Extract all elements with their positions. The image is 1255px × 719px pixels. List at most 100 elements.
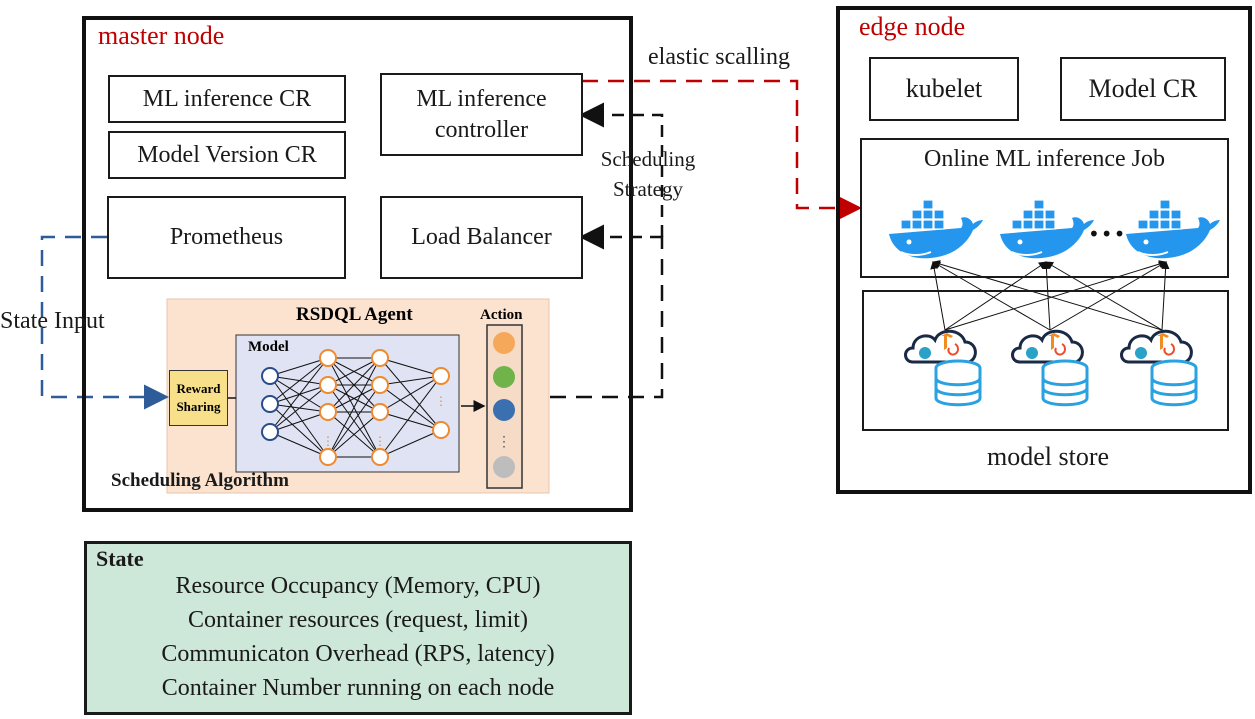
model-store-box (862, 290, 1229, 431)
scheduling-strategy-label: Scheduling Strategy (600, 144, 696, 204)
nn-connection (327, 384, 381, 413)
store-container-arrow (932, 261, 1051, 331)
nn-connection (269, 431, 329, 458)
store-container-arrow (944, 260, 1167, 331)
nn-connection (269, 357, 329, 377)
neuron (371, 403, 389, 421)
ml-inference-cr-label: ML inference CR (142, 85, 312, 112)
model-version-cr-box: Model Version CR (108, 131, 346, 179)
state-line: Communicaton Overhead (RPS, latency) (161, 641, 555, 667)
kubelet-label: kubelet (905, 74, 983, 103)
state-line: Container resources (request, limit) (188, 607, 528, 633)
reward-line2: Sharing (176, 399, 221, 414)
action-dots: ⋮ (497, 435, 511, 450)
strategy-to-controller-path (579, 102, 664, 237)
state-input-path (40, 235, 169, 410)
master-node-frame (82, 16, 633, 512)
nn-connection (269, 375, 329, 458)
model-label: Model (248, 339, 289, 355)
nn-connection (269, 403, 329, 458)
rsdql-agent-title: RSDQL Agent (296, 304, 413, 325)
model-cr-box: Model CR (1060, 57, 1226, 121)
state-line: Resource Occupancy (Memory, CPU) (175, 573, 541, 599)
nn-connection (327, 357, 381, 413)
prometheus-box: Prometheus (107, 196, 346, 279)
neuron (432, 421, 450, 439)
kubelet-box: kubelet (869, 57, 1019, 121)
controller-label-line1: ML inference (416, 85, 547, 112)
action-circle (493, 366, 515, 388)
controller-label-line2: controller (434, 116, 529, 143)
hidden-layer-dots: ⋮ (322, 434, 334, 448)
load-balancer-box: Load Balancer (380, 196, 583, 279)
neuron (432, 367, 450, 385)
neuron (371, 448, 389, 466)
nn-connection (269, 357, 329, 405)
nn-connection (379, 384, 442, 431)
nn-connection (327, 411, 381, 458)
neuron (371, 349, 389, 367)
output-layer-dots: ⋮ (435, 394, 447, 408)
online-job-box (860, 138, 1229, 278)
online-job-title: Online ML inference Job (923, 146, 1166, 172)
model-version-cr-label: Model Version CR (137, 141, 317, 168)
prometheus-label: Prometheus (169, 224, 284, 250)
action-label: Action (480, 307, 523, 323)
nn-connection (327, 357, 381, 458)
model-cr-label: Model CR (1088, 74, 1198, 103)
hidden-layer-dots: ⋮ (374, 434, 386, 448)
nn-connection (379, 375, 442, 458)
store-to-container-arrows (930, 260, 1170, 331)
model-store-label: model store (986, 442, 1110, 471)
reward-sharing-box: Reward Sharing (169, 370, 228, 426)
nn-connection (379, 375, 442, 413)
neuron (261, 423, 279, 441)
elastic-scaling-label: elastic scalling (648, 44, 790, 70)
neuron (319, 376, 337, 394)
neuron (261, 367, 279, 385)
nn-connection (379, 357, 442, 377)
neuron (319, 403, 337, 421)
nn-connection (379, 411, 442, 431)
store-container-arrow (932, 260, 1163, 331)
nn-connection (269, 357, 329, 433)
nn-connection (327, 384, 381, 458)
store-container-arrow (944, 261, 1047, 331)
edge-node-title: edge node (859, 12, 966, 41)
ml-inference-controller-box: ML inference controller (380, 73, 583, 156)
ml-inference-cr-box: ML inference CR (108, 75, 346, 123)
action-circle (493, 332, 515, 354)
action-circles (493, 332, 515, 478)
nn-connection (269, 384, 329, 433)
neuron (371, 376, 389, 394)
action-circle (493, 399, 515, 421)
neural-net-connections (269, 357, 442, 458)
nn-connection (379, 429, 442, 458)
state-line: Container Number running on each node (161, 675, 555, 701)
nn-connection (327, 357, 381, 386)
action-circle (493, 456, 515, 478)
scheduling-strategy-line2: Strategy (613, 177, 683, 201)
state-box: State Resource Occupancy (Memory, CPU) C… (84, 541, 632, 715)
store-container-arrow (1049, 261, 1167, 331)
state-title: State (96, 546, 144, 571)
store-container-arrow (1161, 261, 1170, 331)
neuron (319, 448, 337, 466)
elastic-scaling-path (582, 79, 862, 221)
load-balancer-label: Load Balancer (411, 224, 552, 250)
container-ellipsis: ••• (1088, 222, 1127, 246)
reward-line1: Reward (176, 381, 221, 396)
master-node-title: master node (98, 21, 225, 50)
store-container-arrow (930, 261, 946, 331)
state-input-label: State Input (0, 308, 105, 334)
scheduling-strategy-line1: Scheduling (600, 147, 696, 171)
nn-connection (269, 411, 329, 433)
scheduling-algorithm-label: Scheduling Algorithm (111, 470, 289, 491)
store-container-arrow (1045, 261, 1163, 331)
nn-connection (379, 375, 442, 386)
edge-node-frame (836, 6, 1252, 494)
neural-net-neurons (261, 349, 450, 466)
neuron (319, 349, 337, 367)
neuron (261, 395, 279, 413)
